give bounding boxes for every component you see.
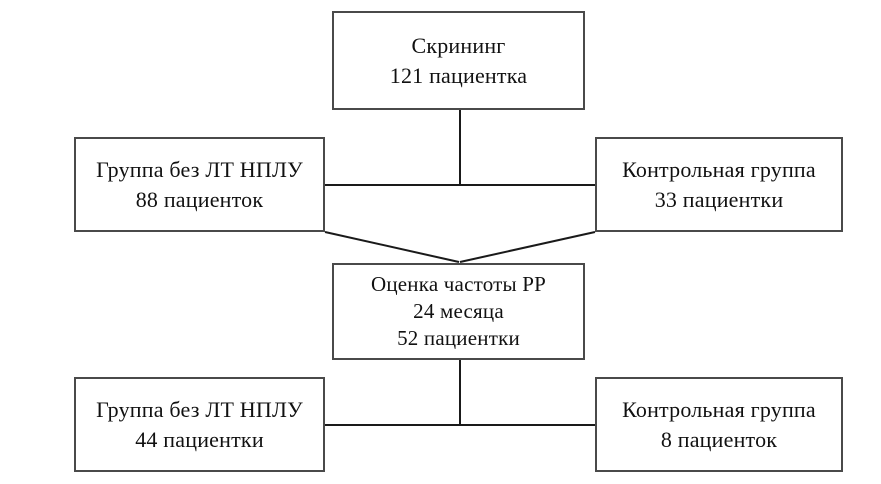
node-group-no-lt-top-line-1: Группа без ЛТ НПЛУ	[96, 157, 303, 183]
node-control-group-top-line-1: Контрольная группа	[622, 157, 816, 183]
node-group-no-lt-bottom-line-1: Группа без ЛТ НПЛУ	[96, 397, 303, 423]
connector-left-group-to-assessment	[324, 231, 460, 263]
node-control-group-bottom: Контрольная группа 8 пациенток	[595, 377, 843, 472]
node-screening-line-2: 121 пациентка	[389, 62, 528, 88]
connector-right-group-to-assessment	[459, 231, 596, 263]
node-group-no-lt-bottom-line-2: 44 пациентки	[135, 426, 264, 452]
node-group-no-lt-top: Группа без ЛТ НПЛУ 88 пациенток	[74, 137, 325, 232]
node-screening-line-1: Скрининг	[411, 33, 506, 59]
node-group-no-lt-bottom: Группа без ЛТ НПЛУ 44 пациентки	[74, 377, 325, 472]
node-assessment: Оценка частоты РР 24 месяца 52 пациентки	[332, 263, 585, 360]
node-assessment-line-1: Оценка частоты РР	[370, 271, 547, 296]
node-screening: Скрининг 121 пациентка	[332, 11, 585, 110]
node-control-group-bottom-line-1: Контрольная группа	[622, 397, 816, 423]
node-control-group-top-line-2: 33 пациентки	[654, 186, 784, 212]
node-control-group-bottom-line-2: 8 пациенток	[660, 426, 778, 452]
node-assessment-line-3: 52 пациентки	[397, 326, 520, 351]
node-control-group-top: Контрольная группа 33 пациентки	[595, 137, 843, 232]
node-group-no-lt-top-line-2: 88 пациенток	[135, 186, 264, 212]
node-assessment-line-2: 24 месяца	[413, 298, 504, 323]
